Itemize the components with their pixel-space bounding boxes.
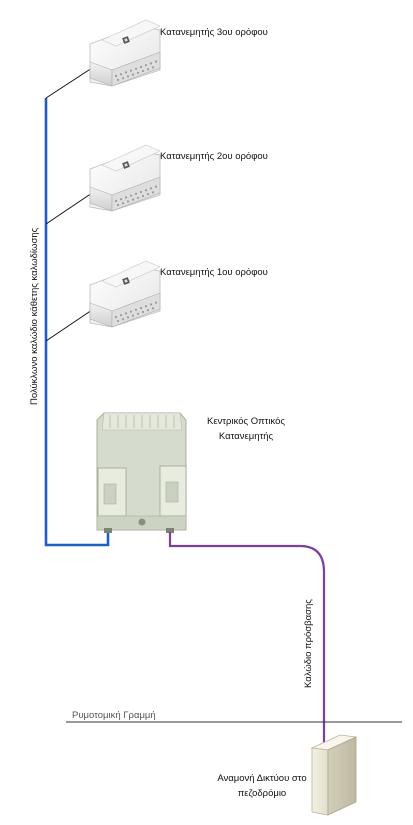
distributor-3rd-floor bbox=[89, 19, 161, 87]
central-distributor-label-line1: Κεντρικός Οπτικός bbox=[207, 416, 285, 427]
link-1st-floor bbox=[45, 309, 93, 342]
vertical-cable-label: Πολύκλωνο καλώδιο κάθετης καλωδίωσης bbox=[29, 227, 40, 405]
sidewalk-pedestal bbox=[310, 734, 358, 816]
sidewalk-label-line1: Αναμονή Δικτύου στο bbox=[217, 773, 306, 784]
building-line-label: Ρυμοτομική Γραμμή bbox=[72, 710, 156, 721]
distributor-3rd-floor-label: Κατανεμητής 3ου ορόφου bbox=[160, 27, 268, 38]
central-distributor-label-line2: Κατανεμητής bbox=[219, 431, 274, 442]
distributor-2nd-floor bbox=[89, 144, 161, 212]
distributor-1st-floor-label: Κατανεμητής 1ου ορόφου bbox=[160, 267, 268, 278]
access-cable-label: Καλώδιο πρόσβασης bbox=[303, 599, 314, 688]
vertical-cable bbox=[44, 98, 110, 547]
distributor-2nd-floor-label: Κατανεμητής 2ου ορόφου bbox=[160, 151, 268, 162]
central-distributor bbox=[96, 412, 187, 533]
access-cable bbox=[168, 532, 326, 748]
link-2nd-floor bbox=[45, 192, 93, 225]
link-3rd-floor bbox=[45, 67, 93, 99]
distributor-1st-floor bbox=[89, 260, 161, 328]
sidewalk-label-line2: πεζοδρόμιο bbox=[238, 788, 286, 799]
